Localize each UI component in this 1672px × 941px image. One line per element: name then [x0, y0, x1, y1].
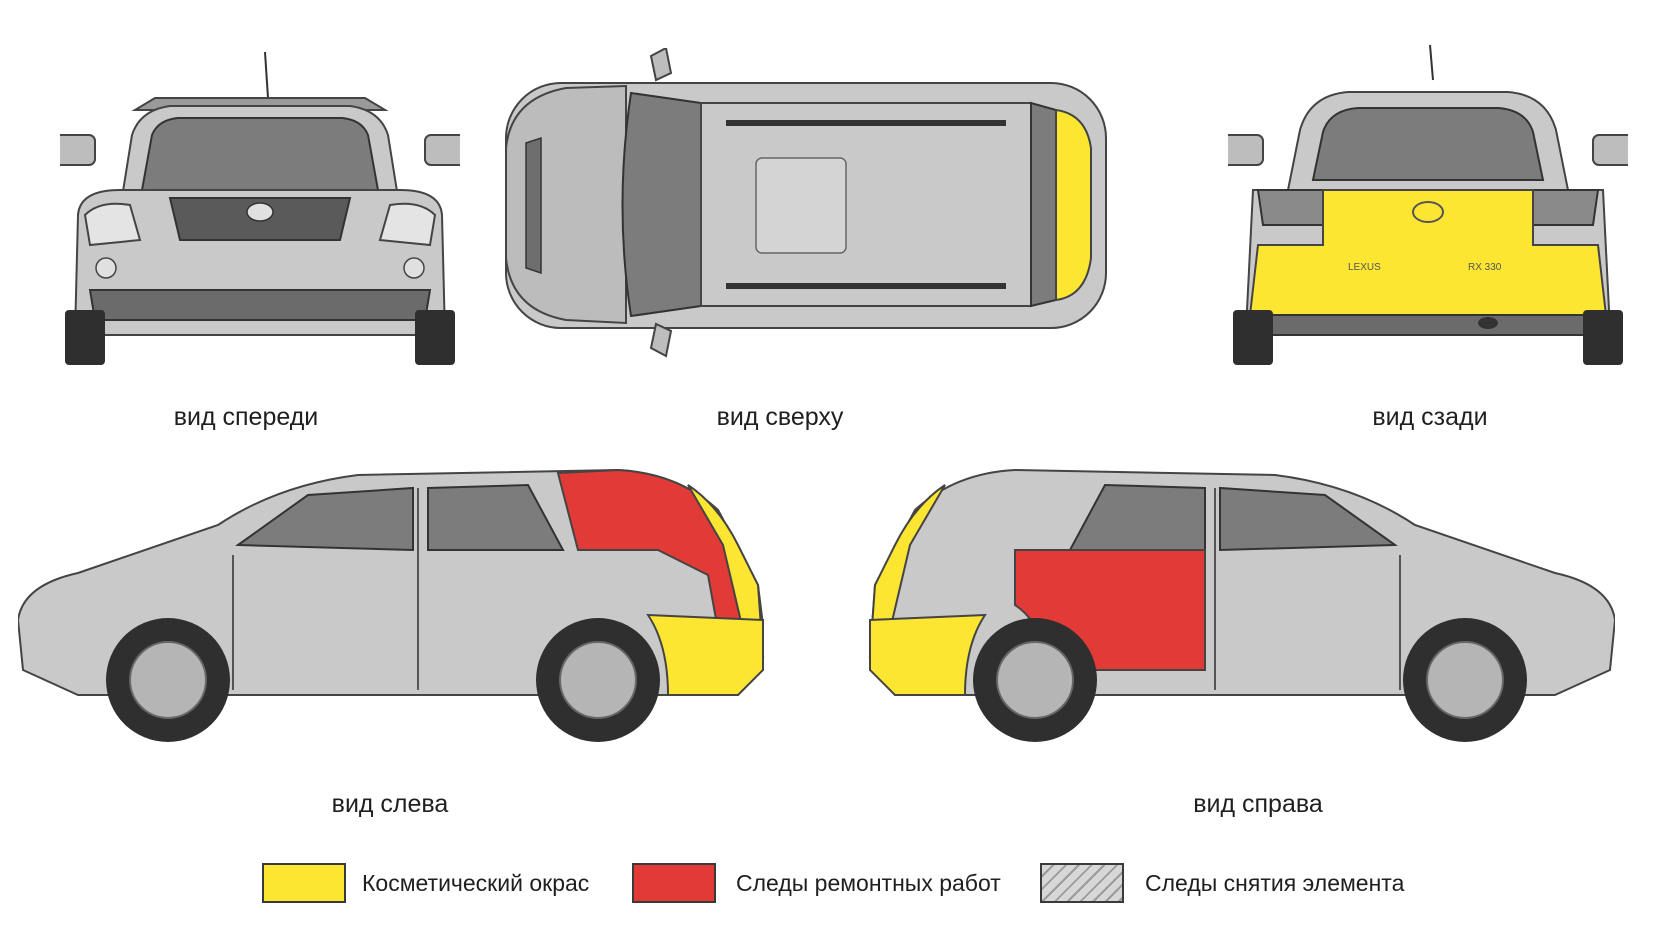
- legend-label-repair: Следы ремонтных работ: [736, 870, 1001, 896]
- roof: [700, 102, 1032, 307]
- windshield: [140, 117, 380, 191]
- lexus-emblem-icon: [246, 202, 274, 222]
- brand-badge: LEXUS: [1348, 262, 1381, 273]
- caption-top: вид сверху: [716, 403, 844, 431]
- mirror-top-right: [649, 322, 673, 358]
- left-taillight: [1256, 189, 1324, 226]
- windshield-top: [621, 91, 702, 318]
- exhaust: [1478, 317, 1498, 329]
- right-mirror: [424, 134, 460, 166]
- right-taillight: [1532, 189, 1600, 226]
- rear-bumper-cosmetic-paint: [869, 613, 987, 696]
- left-tire: [65, 310, 105, 365]
- left-mirror: [60, 134, 96, 166]
- rear-window: [427, 483, 565, 551]
- front-view: [60, 40, 460, 380]
- lexus-emblem-icon: [1412, 201, 1444, 223]
- legend-swatch-repair: [632, 863, 716, 903]
- left-headlight: [83, 202, 142, 247]
- legend-swatch-cosmetic: [262, 863, 346, 903]
- sunroof: [755, 157, 847, 254]
- left-view: [18, 455, 778, 755]
- top-view: [486, 48, 1126, 358]
- rear-window: [1311, 107, 1545, 181]
- legend-label-cosmetic: Косметический окрас: [362, 870, 590, 896]
- right-tire: [415, 310, 455, 365]
- tailgate-cosmetic-paint: [1055, 108, 1092, 302]
- mirror-top-left: [649, 48, 673, 82]
- legend: Косметический окрас Следы ремонтных рабо…: [0, 863, 1672, 905]
- caption-front: вид спереди: [173, 403, 319, 431]
- rear-view: LEXUS RX 330: [1228, 40, 1628, 380]
- legend-label-removal: Следы снятия элемента: [1145, 870, 1405, 896]
- model-badge: RX 330: [1468, 262, 1502, 273]
- caption-rear: вид сзади: [1372, 403, 1488, 431]
- legend-swatch-removal: [1040, 863, 1124, 903]
- rear-bumper-cosmetic-paint: [646, 613, 764, 696]
- caption-right: вид справа: [1193, 790, 1323, 818]
- right-headlight: [378, 202, 437, 247]
- right-view: [855, 455, 1615, 755]
- hood: [505, 84, 627, 325]
- caption-left: вид слева: [331, 790, 449, 818]
- front-window: [234, 486, 414, 552]
